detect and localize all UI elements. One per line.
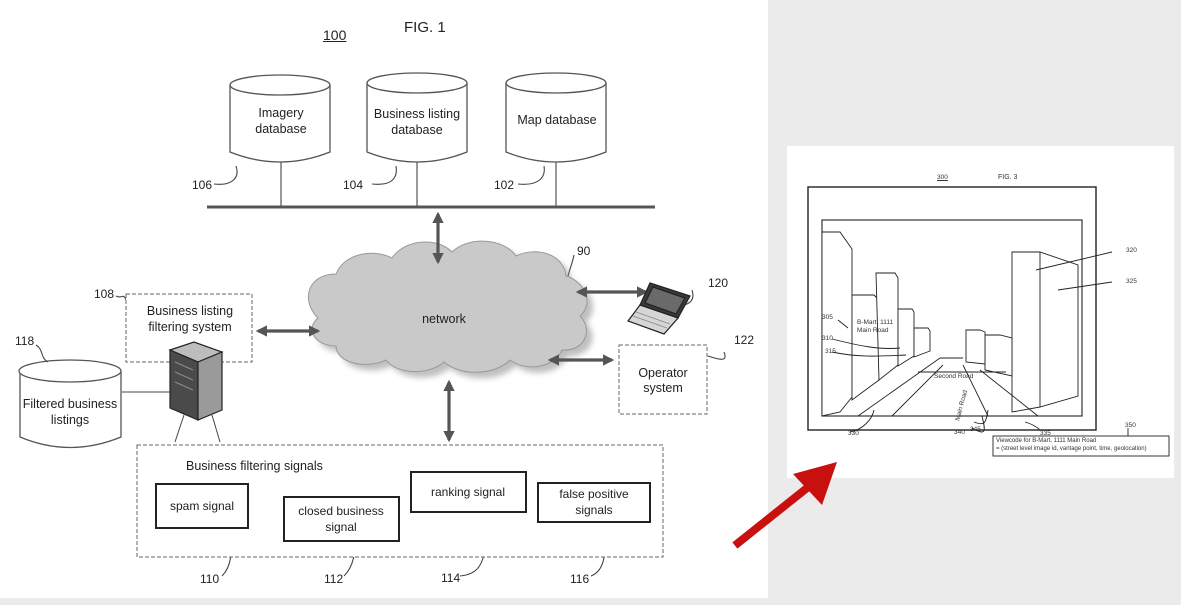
storefront-label-2: Main Road xyxy=(857,327,889,334)
building-right-1 xyxy=(1011,251,1079,413)
viewcode-box xyxy=(992,435,1170,457)
ref-118: 118 xyxy=(15,334,35,348)
spam-signal-box xyxy=(155,483,249,529)
storefront-label-1: B-Mart, 1111 xyxy=(857,319,894,326)
imagery-db-label-2: database xyxy=(255,122,307,136)
ref-345: 345 xyxy=(970,426,981,433)
filtered-listings-cylinder xyxy=(18,359,122,449)
ref-90: 90 xyxy=(577,244,591,258)
fig3-title: FIG. 3 xyxy=(998,174,1018,181)
operator-system-box xyxy=(618,344,708,415)
filtering-system-label-2: filtering system xyxy=(148,320,232,334)
closed-business-label-1: closed business xyxy=(298,504,384,518)
ref-310: 310 xyxy=(822,335,833,342)
data-bus xyxy=(207,162,655,209)
ref-305: 305 xyxy=(822,314,833,321)
ref-108: 108 xyxy=(94,287,115,301)
ref-114: 114 xyxy=(441,571,461,585)
ranking-signal-label: ranking signal xyxy=(430,485,506,499)
ref-116: 116 xyxy=(570,572,590,586)
false-positive-label-1: false positive xyxy=(559,487,629,501)
building-right-2 xyxy=(984,334,1013,377)
fig1-diagram xyxy=(18,72,726,577)
false-positive-label-2: signals xyxy=(575,503,613,517)
fig1-ref-number: 100 xyxy=(323,27,347,43)
ref-315: 315 xyxy=(825,348,836,355)
ref-340: 340 xyxy=(954,429,965,436)
building-right-3 xyxy=(965,329,986,365)
building-left-4 xyxy=(897,308,915,367)
spam-signal-label: spam signal xyxy=(169,499,235,513)
false-positive-box xyxy=(537,482,651,523)
ranking-signal-box xyxy=(410,471,527,513)
ref-330: 330 xyxy=(848,430,859,437)
ref-102: 102 xyxy=(494,178,515,192)
map-db-label: Map database xyxy=(517,113,597,127)
ref-320: 320 xyxy=(1126,247,1137,254)
ref-335: 335 xyxy=(1040,430,1051,437)
second-road-label: Second Road xyxy=(934,373,974,380)
ref-106: 106 xyxy=(192,178,213,192)
closed-business-box xyxy=(283,496,400,542)
server-links xyxy=(122,391,221,443)
filtering-system-label-1: Business listing xyxy=(146,304,234,318)
server-icon xyxy=(168,341,224,421)
ref-122: 122 xyxy=(734,333,755,347)
ref-325: 325 xyxy=(1126,278,1137,285)
ref-120: 120 xyxy=(708,276,729,290)
closed-business-label-2: signal xyxy=(325,520,357,534)
fig3-ref-number: 300 xyxy=(937,174,948,181)
imagery-db-label-1: Imagery xyxy=(258,106,304,120)
bottom-gray-strip xyxy=(0,598,768,605)
signals-panel-title: Business filtering signals xyxy=(186,459,323,473)
laptop-icon xyxy=(627,282,691,335)
network-label: network xyxy=(422,312,466,326)
business-listing-database-cylinder xyxy=(366,72,468,163)
business-db-label-2: database xyxy=(391,123,443,137)
ref-350: 350 xyxy=(1125,422,1136,429)
filtered-listings-label-2: listings xyxy=(50,413,90,427)
operator-label-2: system xyxy=(643,381,683,395)
map-database-cylinder xyxy=(505,72,607,163)
network-cloud xyxy=(307,240,588,373)
filtered-listings-label-1: Filtered business xyxy=(22,397,118,411)
ref-110: 110 xyxy=(200,572,220,586)
ref-104: 104 xyxy=(343,178,364,192)
connection-arrows xyxy=(255,211,649,443)
imagery-database-cylinder xyxy=(229,74,331,163)
building-left-5 xyxy=(913,327,931,358)
ref-112: 112 xyxy=(324,572,344,586)
viewcode-line-2: = (street level image id, vantage point,… xyxy=(996,446,1147,452)
fig1-title: FIG. 1 xyxy=(404,19,446,36)
viewcode-line-1: Viewcode for B-Mart, 1111 Main Road xyxy=(996,438,1097,444)
business-db-label-1: Business listing xyxy=(373,107,461,121)
building-left-1 xyxy=(821,231,853,417)
operator-label-1: Operator xyxy=(638,366,688,380)
